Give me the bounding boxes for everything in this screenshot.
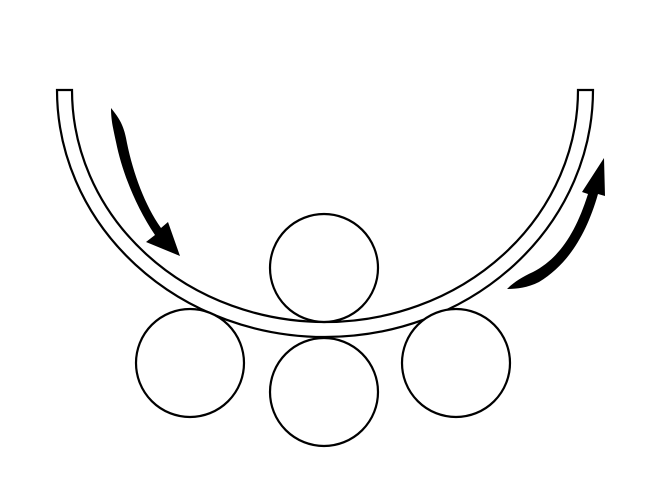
top-roller [268,212,380,324]
bottom-roller [268,336,380,448]
left-arrow [111,108,180,256]
right-roller [400,307,512,419]
bent-plate [55,88,595,339]
right-arrow [507,158,605,289]
left-roller [134,307,246,419]
